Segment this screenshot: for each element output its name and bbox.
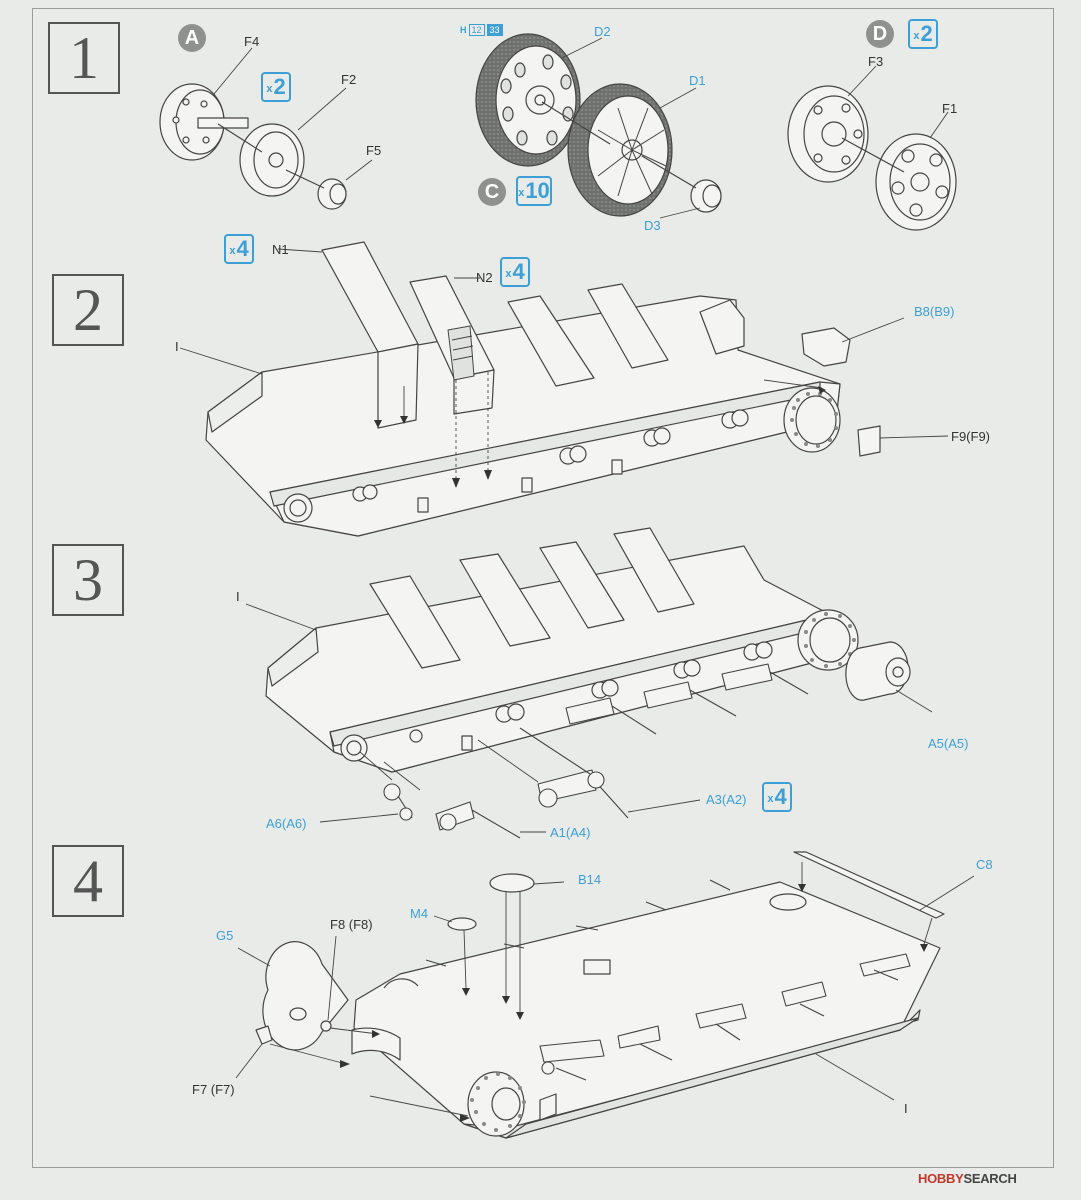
label-f7: F7 (F7) — [192, 1082, 235, 1097]
label-n2: N2 — [476, 270, 493, 285]
watermark-brand: HOBBY — [918, 1171, 964, 1186]
arrowheads — [340, 386, 928, 1122]
wheel-assembly-c — [475, 33, 722, 217]
chassis-step2 — [179, 241, 949, 537]
multiplier-prefix: x — [518, 187, 525, 199]
wheel-assembly-d — [787, 85, 957, 231]
hull-step4 — [235, 851, 975, 1139]
multiplier-count: 4 — [512, 259, 525, 284]
hcode-n1: 12 — [468, 24, 485, 36]
label-i-step4: I — [904, 1101, 908, 1116]
multiplier-prefix: x — [767, 793, 774, 805]
label-b14: B14 — [578, 872, 602, 887]
label-d2: D2 — [594, 24, 611, 39]
label-a1: A1(A4) — [550, 825, 591, 840]
label-f8: F8 (F8) — [330, 917, 373, 932]
label-f5: F5 — [366, 143, 382, 158]
label-d1: D1 — [689, 73, 706, 88]
multiplier-prefix: x — [913, 30, 920, 42]
multiplier-count: 2 — [920, 21, 933, 46]
badge-a: A — [178, 24, 206, 52]
label-i-step3: I — [236, 589, 240, 604]
multiplier-prefix: x — [229, 245, 236, 257]
label-m4: M4 — [410, 906, 429, 921]
label-n1: N1 — [272, 242, 289, 257]
multiplier-count: 4 — [774, 784, 787, 809]
label-g5: G5 — [216, 928, 234, 943]
step-number-3: 3 — [52, 544, 124, 616]
label-f4: F4 — [244, 34, 260, 49]
label-i-step2: I — [175, 339, 179, 354]
multiplier-count: 10 — [525, 178, 550, 203]
chassis-step3 — [245, 527, 933, 839]
sheet-border — [32, 8, 1054, 1168]
step-number-2: 2 — [52, 274, 124, 346]
label-f1: F1 — [942, 101, 958, 116]
label-c8: C8 — [976, 857, 993, 872]
step-number-1: 1 — [48, 22, 120, 94]
watermark-rest: SEARCH — [963, 1171, 1017, 1186]
multiplier-count: 4 — [236, 236, 249, 261]
step-number-4: 4 — [52, 845, 124, 917]
label-f2: F2 — [341, 72, 357, 87]
multiplier-prefix: x — [505, 268, 512, 280]
wheel-assembly-a — [159, 83, 347, 210]
hcode-prefix: H — [460, 25, 467, 35]
label-a5: A5(A5) — [928, 736, 969, 751]
multiplier-count: 2 — [273, 74, 286, 99]
watermark: HOBBYSEARCH — [918, 1171, 1017, 1186]
label-f9: F9(F9) — [951, 429, 990, 444]
multiplier-prefix: x — [266, 83, 273, 95]
label-a3: A3(A2) — [706, 792, 747, 807]
badge-d: D — [866, 20, 894, 48]
label-f3: F3 — [868, 54, 884, 69]
badge-c: C — [478, 178, 506, 206]
label-b8: B8(B9) — [914, 304, 955, 319]
label-a6: A6(A6) — [266, 816, 307, 831]
label-d3: D3 — [644, 218, 661, 233]
hcode-n2: 33 — [486, 24, 503, 36]
